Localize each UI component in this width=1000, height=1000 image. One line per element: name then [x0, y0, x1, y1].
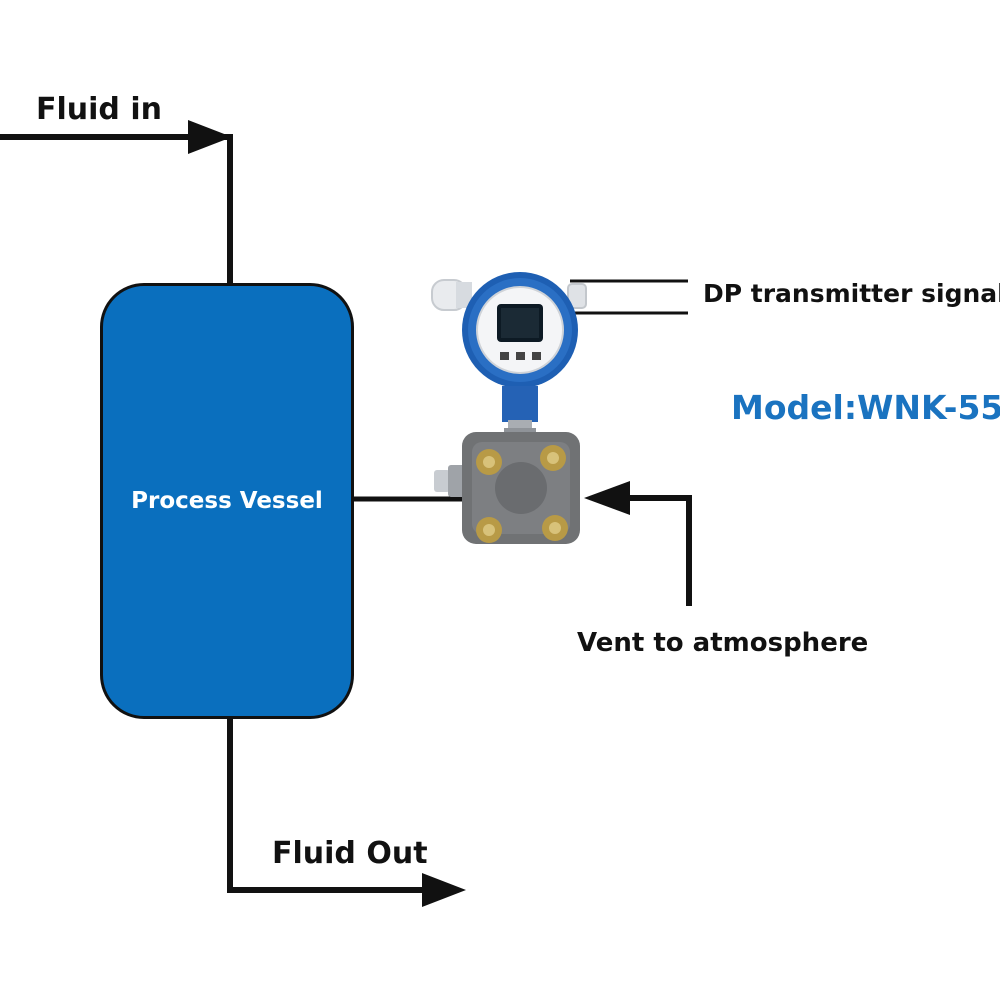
vent-to-atmosphere-label: Vent to atmosphere	[577, 628, 869, 658]
dp-transmitter-signal-label: DP transmitter signal	[703, 279, 1000, 308]
differential-pressure-transmitter-icon	[431, 272, 587, 544]
model-label: Model:WNK-55	[731, 388, 1000, 427]
fluid-out-line	[227, 717, 430, 893]
vent-arrowhead	[584, 481, 630, 515]
fluid-in-arrowhead	[188, 120, 232, 154]
process-vessel: Process Vessel	[100, 283, 354, 719]
fluid-in-label: Fluid in	[36, 92, 162, 127]
fluid-out-label: Fluid Out	[272, 836, 428, 871]
fluid-out-arrowhead	[422, 873, 466, 907]
process-vessel-label: Process Vessel	[131, 488, 323, 514]
vent-line	[620, 495, 692, 606]
fluid-in-line	[0, 134, 233, 285]
